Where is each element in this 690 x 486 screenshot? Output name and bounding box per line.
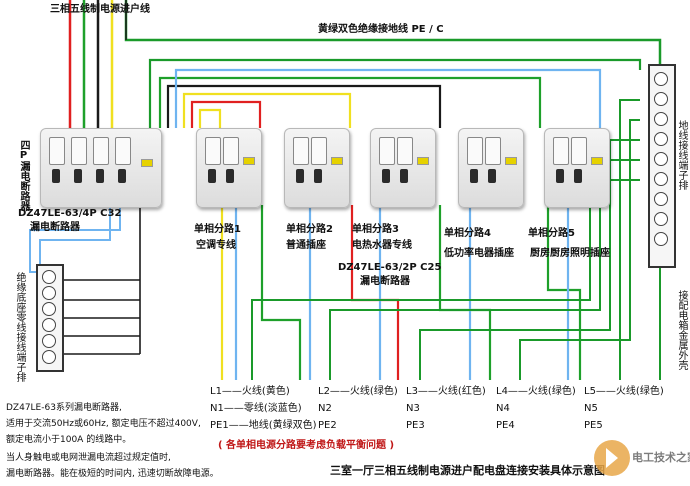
branch-3-sub: 电热水器专线 [352,240,412,251]
legend-n4: N4 [496,403,510,414]
branch-1-title: 单相分路1 [194,224,241,235]
legend-l2: L2——火线(绿色) [318,386,398,397]
metal-case-label: 接配电箱金属外壳 [676,290,687,370]
ground-terminal-bar [648,64,676,268]
ground-wires [251,99,661,380]
legend-pe1: PE1——地线(黄绿双色) [210,420,317,431]
branch-breaker-3 [370,128,436,208]
desc-line-3: 额定电流小于100A 的线路中。 [6,435,132,445]
legend-n2: N2 [318,403,332,414]
branch-breaker-2 [284,128,350,208]
branch-outputs [220,205,582,380]
branch-breaker-4 [458,128,524,208]
branch-1-sub: 空调专线 [196,240,236,251]
legend-l5: L5——火线(绿色) [584,386,664,397]
legend-l4: L4——火线(绿色) [496,386,576,397]
main-breaker-model: DZ47LE-63/4P C32 [18,208,122,219]
desc-line-2: 适用于交流50Hz或60Hz, 额定电压不超过400V, [6,419,201,429]
distribution-wires [148,58,642,128]
legend-l3: L3——火线(红色) [406,386,486,397]
neutral-bus-label: 绝缘底座零线接线端子排 [14,272,25,382]
ground-wire-label: 黄绿双色绝缘接地线 PE / C [318,24,444,35]
main-breaker-type: 四P漏电断路器 [18,140,29,211]
desc-line-5: 漏电断路器。能在极短的时间内, 迅速切断故障电源。 [6,469,219,479]
watermark-text: 电工技术之家 [632,451,690,464]
branch-4-title: 单相分路4 [444,228,491,239]
branch-2-sub: 普通插座 [286,240,326,251]
legend-pe4: PE4 [496,420,515,431]
branch-breaker-model: DZ47LE-63/2P C25 [338,262,442,273]
desc-line-1: DZ47LE-63系列漏电断路器, [6,403,122,413]
legend-pe2: PE2 [318,420,337,431]
main-4p-breaker [40,128,162,208]
ground-bus-label: 地线接线端子排 [676,120,687,190]
load-balance-note: ( 各单相电源分路要考虑负载平衡问题 ) [218,440,395,451]
branch-breaker-5 [544,128,610,208]
legend-n1: N1——零线(淡蓝色) [210,403,302,414]
main-breaker-name: 漏电断路器 [30,222,80,233]
legend-n5: N5 [584,403,598,414]
branch-breaker-name: 漏电断路器 [360,276,410,287]
branch-4-sub: 低功率电器插座 [444,248,514,259]
legend-pe3: PE3 [406,420,425,431]
watermark-logo: 电工技术之家 [592,438,690,478]
branch-2-title: 单相分路2 [286,224,333,235]
incoming-wire-label: 三相五线制电源进户线 [50,4,150,15]
legend-n3: N3 [406,403,420,414]
branch-5-sub: 厨房厨房照明插座 [530,248,610,259]
neutral-terminal-bar [36,264,64,372]
branch-3-title: 单相分路3 [352,224,399,235]
legend-pe5: PE5 [584,420,603,431]
branch-breaker-1 [196,128,262,208]
desc-line-4: 当人身触电或电网泄漏电流超过规定值时, [6,453,171,463]
branch-5-title: 单相分路5 [528,228,575,239]
incoming-wires [68,0,662,128]
logo-icon [594,440,630,476]
left-bus-wires [60,200,141,355]
legend-l1: L1——火线(黄色) [210,386,290,397]
diagram-title: 三室一厅三相五线制电源进户配电盘连接安装具体示意图 [330,464,605,477]
